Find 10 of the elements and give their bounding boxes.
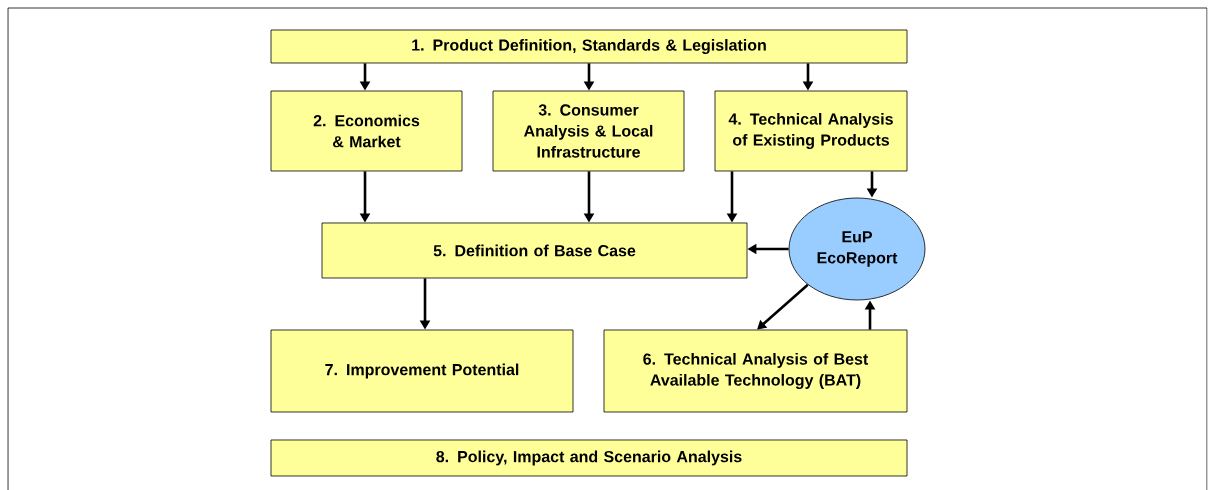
ellipse-node: EuP EcoReport (788, 197, 926, 301)
process-box: 6. Technical Analysis of Best Available Technology (BAT) (603, 329, 908, 413)
arrow (757, 283, 809, 330)
process-box: 8. Policy, Impact and Scenario Analysis (270, 439, 908, 477)
process-box: 4. Technical Analysis of Existing Products (714, 90, 908, 172)
process-box: 2. Economics & Market (270, 90, 463, 172)
process-box: 7. Improvement Potential (270, 329, 574, 413)
process-box: 3. Consumer Analysis & Local Infrastructure (492, 90, 685, 172)
process-box: 1. Product Definition, Standards & Legislation (270, 29, 908, 64)
process-box: 5. Definition of Base Case (321, 222, 748, 279)
